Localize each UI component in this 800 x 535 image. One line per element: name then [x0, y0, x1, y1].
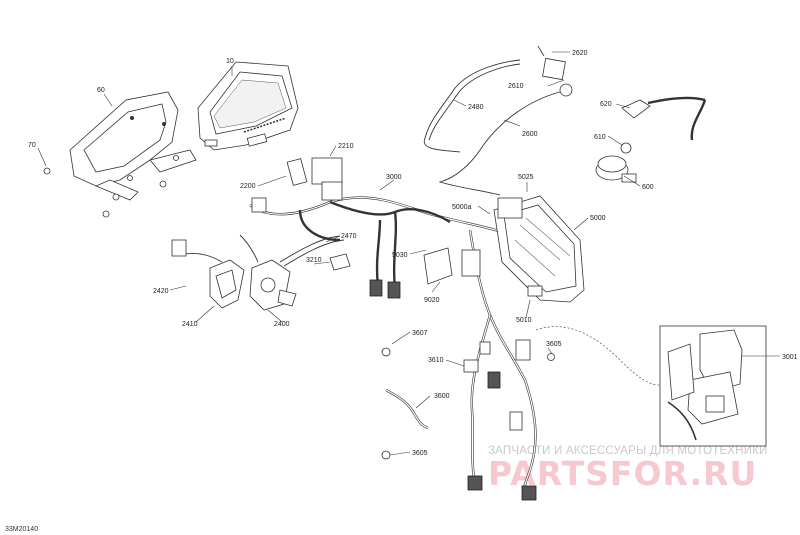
- detail-inset-3001: [535, 325, 767, 447]
- label-3605: 3605: [546, 341, 562, 348]
- connector-620[interactable]: [621, 96, 707, 141]
- label-2480: 2480: [468, 104, 484, 111]
- sensor-3210[interactable]: [329, 253, 351, 271]
- handlebar-harness-2420[interactable]: [171, 234, 259, 263]
- label-3607: 3607: [412, 330, 428, 337]
- label-5025: 5025: [518, 174, 534, 181]
- instrument-cluster[interactable]: [197, 61, 299, 151]
- label-5030: 5030: [392, 252, 408, 259]
- main-harness[interactable]: [249, 157, 537, 501]
- label-3001: 3001: [782, 354, 798, 361]
- label-5000: 5000: [590, 215, 606, 222]
- switch-housing-2400[interactable]: [249, 259, 297, 311]
- antenna-wire-2480[interactable]: [423, 59, 521, 153]
- label-2610: 2610: [508, 83, 524, 90]
- label-3610: 3610: [428, 357, 444, 364]
- cluster-bezel[interactable]: [69, 91, 197, 201]
- label-600: 600: [642, 184, 654, 191]
- diagram-code: 33M20140: [5, 526, 38, 533]
- bracket-9020[interactable]: [423, 247, 453, 285]
- label-620: 620: [600, 101, 612, 108]
- label-10: 10: [226, 58, 234, 65]
- label-2410: 2410: [182, 321, 198, 328]
- label-2210: 2210: [338, 143, 354, 150]
- label-2400: 2400: [274, 321, 290, 328]
- switch-housing-2410[interactable]: [209, 259, 245, 309]
- sensor-600[interactable]: [595, 142, 637, 183]
- part-labels: 2620 2610 2480 2600 620 610 600 10 60 70…: [28, 50, 798, 457]
- label-60: 60: [97, 87, 105, 94]
- label-2200: 2200: [240, 183, 256, 190]
- sensor-2610[interactable]: [537, 45, 573, 97]
- cable-2470[interactable]: [279, 235, 345, 267]
- label-70: 70: [28, 142, 36, 149]
- leader-lines: [37, 51, 780, 456]
- label-3210: 3210: [306, 257, 322, 264]
- label-610: 610: [594, 134, 606, 141]
- label-2600: 2600: [522, 131, 538, 138]
- watermark-subtitle: ЗАПЧАСТИ И АКСЕССУАРЫ ДЛЯ МОТОТЕХНИКИ: [488, 445, 768, 457]
- wire-2600[interactable]: [438, 91, 561, 196]
- label-3000: 3000: [386, 174, 402, 181]
- ecm-module[interactable]: [493, 195, 585, 303]
- harness-3600[interactable]: [381, 347, 429, 460]
- label-2470: 2470: [341, 233, 357, 240]
- label-2420: 2420: [153, 288, 169, 295]
- label-3605-lower: 3605: [412, 450, 428, 457]
- label-9020: 9020: [424, 297, 440, 304]
- label-5010: 5010: [516, 317, 532, 324]
- label-2620: 2620: [572, 50, 588, 57]
- label-3600: 3600: [434, 393, 450, 400]
- screws-70: [43, 167, 167, 218]
- label-5000a: 5000a: [452, 204, 472, 211]
